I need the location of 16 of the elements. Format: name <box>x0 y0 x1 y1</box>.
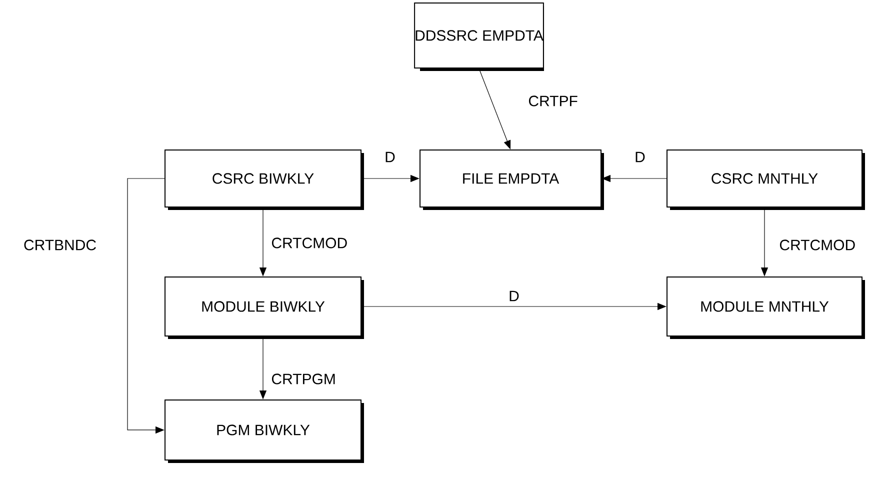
edge-label: CRTCMOD <box>270 236 349 250</box>
process-box: DDSSRC EMPDTA <box>414 2 544 71</box>
process-box: MODULE BIWKLY <box>164 276 364 339</box>
edge-label: D <box>384 150 396 164</box>
edge-label: CRTCMOD <box>778 238 857 252</box>
process-box: CSRC MNTHLY <box>666 150 865 210</box>
edge-label: CRTPGM <box>270 372 337 386</box>
edge-label: D <box>508 290 520 302</box>
process-box: MODULE MNTHLY <box>666 276 865 339</box>
arrow <box>478 68 511 150</box>
edge-label: CRTPF <box>527 94 579 108</box>
process-box: PGM BIWKLY <box>164 399 364 463</box>
edge-label: CRTBNDC <box>22 238 98 252</box>
process-box: CSRC BIWKLY <box>164 150 364 210</box>
process-box: FILE EMPDTA <box>420 150 604 210</box>
edge-label: D <box>634 150 646 164</box>
